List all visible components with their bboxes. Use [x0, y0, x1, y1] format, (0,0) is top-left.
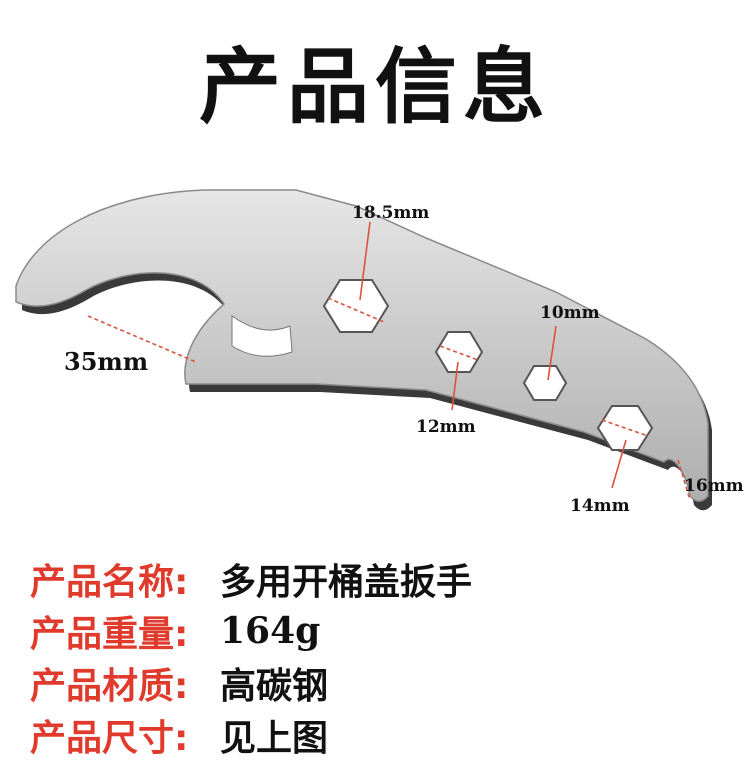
- info-row-material: 产品材质: 高碳钢: [30, 657, 730, 709]
- info-row-weight: 产品重量: 164g: [30, 605, 730, 657]
- dim-label-16: 16mm: [684, 476, 744, 496]
- dim-line-12-v: [451, 361, 459, 411]
- info-value: 高碳钢: [220, 666, 329, 707]
- info-value: 见上图: [220, 718, 329, 759]
- dim-label-18-5: 18.5mm: [352, 203, 429, 223]
- dim-line-18-5-h: [327, 297, 385, 323]
- dim-label-14: 14mm: [570, 496, 630, 516]
- hex-hole-12: [434, 331, 484, 373]
- dim-line-35: [87, 315, 197, 363]
- page-title: 产品信息: [198, 40, 551, 135]
- dim-line-18-5: [359, 221, 371, 301]
- info-row-name: 产品名称: 多用开桶盖扳手: [30, 553, 730, 605]
- dim-line-14-v: [611, 439, 627, 489]
- hex-hole-18-5: [322, 279, 390, 333]
- info-key: 产品名称:: [30, 562, 189, 603]
- dim-label-35: 35mm: [64, 347, 148, 376]
- info-key: 产品材质:: [30, 666, 189, 707]
- hex-hole-10: [522, 365, 568, 401]
- dim-line-10: [547, 325, 557, 381]
- info-row-size: 产品尺寸: 见上图: [30, 709, 730, 761]
- wrench-body: [15, 189, 712, 511]
- info-key: 产品尺寸:: [30, 718, 189, 759]
- dim-label-10: 10mm: [540, 303, 600, 323]
- info-key: 产品重量:: [30, 614, 189, 655]
- info-value: 164g: [220, 610, 321, 652]
- dim-label-12: 12mm: [416, 417, 476, 437]
- dim-line-14: [601, 419, 649, 437]
- info-value: 多用开桶盖扳手: [220, 562, 473, 603]
- product-info: 产品名称: 多用开桶盖扳手 产品重量: 164g 产品材质: 高碳钢 产品尺寸:…: [30, 553, 730, 761]
